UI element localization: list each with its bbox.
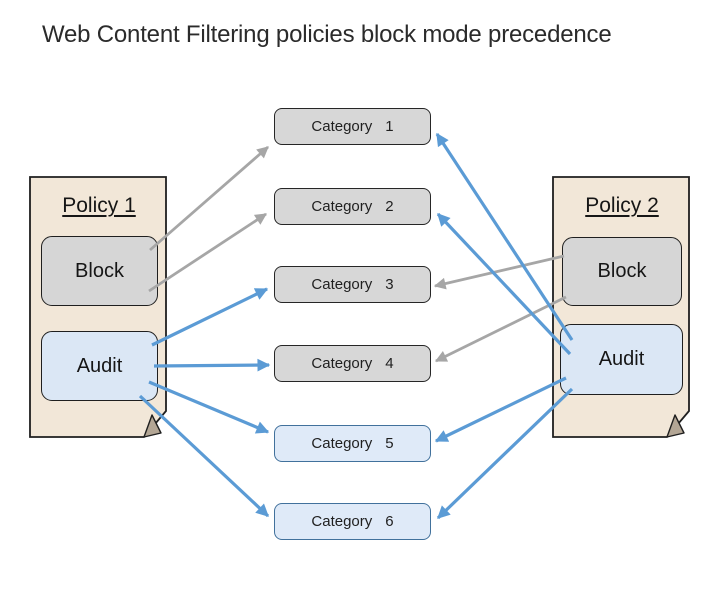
policy2-title: Policy 2 xyxy=(585,194,659,217)
policy1-audit-box: Audit xyxy=(41,331,158,401)
category-2-number: 2 xyxy=(385,198,394,215)
category-1-name: Category xyxy=(311,118,373,135)
arrow-policy2-block-to-category-4 xyxy=(434,295,567,363)
arrow-policy2-audit-to-category-1 xyxy=(435,132,574,341)
category-3-name: Category xyxy=(311,276,373,293)
policy1-audit-label: Audit xyxy=(76,354,123,377)
category-1-number: 1 xyxy=(385,118,394,135)
policy2-folded-corner xyxy=(666,414,685,438)
category-4-number: 4 xyxy=(385,355,394,372)
category-3-number: 3 xyxy=(385,276,394,293)
arrow-policy1-audit-to-category-6 xyxy=(138,394,270,518)
arrow-policy1-audit-to-category-3 xyxy=(151,287,269,347)
arrow-policy1-audit-to-category-4 xyxy=(153,358,271,372)
policy1-block-box: Block xyxy=(41,236,158,306)
arrow-policy1-block-to-category-2 xyxy=(148,212,267,293)
policy1-folded-corner xyxy=(143,414,162,438)
category-4-box: Category 4 xyxy=(274,345,431,382)
policy2-block-box: Block xyxy=(562,237,682,306)
category-6-number: 6 xyxy=(385,513,394,530)
category-5-box: Category 5 xyxy=(274,425,431,462)
category-5-name: Category xyxy=(311,435,373,452)
category-3-box: Category 3 xyxy=(274,266,431,303)
policy2-audit-box: Audit xyxy=(560,324,683,395)
category-6-name: Category xyxy=(311,513,373,530)
arrow-policy1-block-to-category-1 xyxy=(149,145,269,252)
policy2-block-label: Block xyxy=(597,260,647,282)
diagram-title: Web Content Filtering policies block mod… xyxy=(42,21,612,48)
category-2-name: Category xyxy=(311,198,373,215)
category-1-box: Category 1 xyxy=(274,108,431,145)
policy1-title: Policy 1 xyxy=(62,194,136,217)
policy2-audit-label: Audit xyxy=(598,348,645,370)
arrow-policy2-block-to-category-3 xyxy=(433,254,565,290)
policy1-block-label: Block xyxy=(75,259,124,282)
arrow-policy2-audit-to-category-2 xyxy=(436,212,572,356)
arrow-policy2-audit-to-category-6 xyxy=(436,387,574,520)
arrow-policy1-audit-to-category-5 xyxy=(148,380,270,434)
category-5-number: 5 xyxy=(385,435,394,452)
category-4-name: Category xyxy=(311,355,373,372)
arrow-policy2-audit-to-category-5 xyxy=(434,376,567,443)
category-6-box: Category 6 xyxy=(274,503,431,540)
category-2-box: Category 2 xyxy=(274,188,431,225)
